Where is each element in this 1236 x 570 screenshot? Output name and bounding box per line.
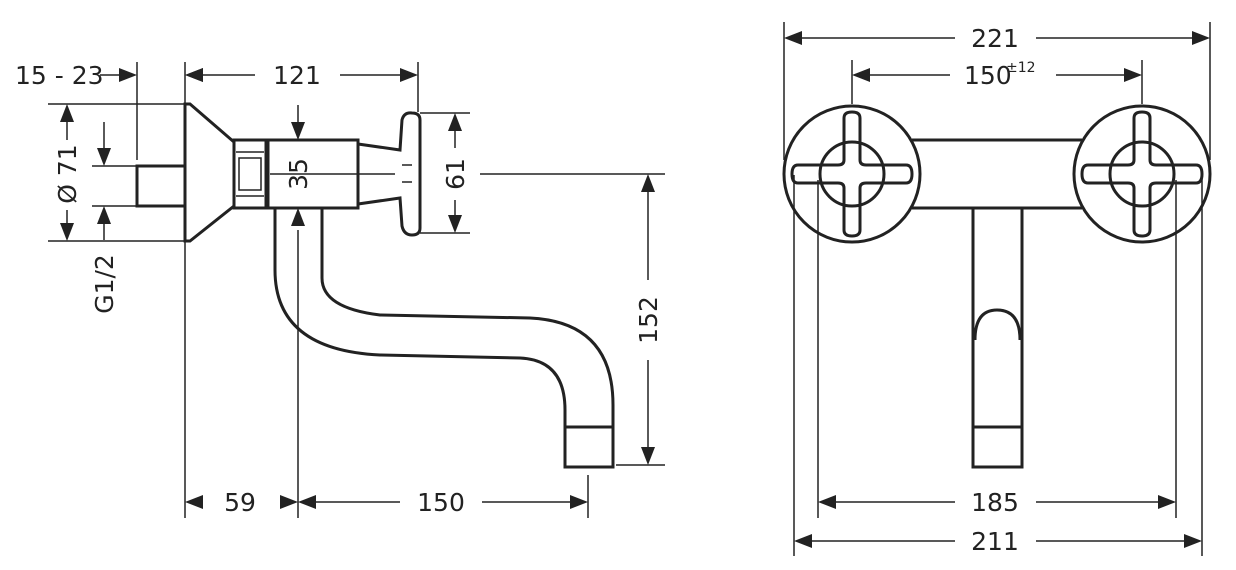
rosette-right [1072,104,1212,244]
dim-depth-label: 121 [273,61,321,90]
dim-spout-height-label: 152 [634,296,663,344]
dim-spout-height: 152 [634,174,663,465]
dim-center-distance-label: 150 [964,61,1012,90]
inlet-connector [135,164,187,208]
cross-handle-side [357,111,422,237]
dim-center-distance: 150 ±12 [852,60,1142,90]
dim-handle-height: 61 [441,113,470,233]
dim-inner-width: 185 [818,488,1176,517]
escutcheon-rosette [183,102,236,243]
dim-spout-reach: 150 [298,488,588,517]
side-view: 15 - 23 121 Ø 71 G1/2 [15,61,665,518]
cross-handle-left [790,110,914,238]
dim-overall-width: 221 [784,24,1210,53]
dim-wall-gap: 15 - 23 [15,61,203,90]
dim-diameter: Ø 71 [53,104,82,241]
spout-side [273,208,615,469]
dim-outer-width-label: 211 [971,527,1019,556]
dim-outer-width: 211 [794,527,1202,556]
dim-depth: 121 [185,61,418,90]
dim-handle-height-label: 61 [441,158,470,190]
spout-front [971,208,1024,469]
front-extension-lines [783,22,1211,556]
dim-wall-to-axis: 59 [185,488,298,517]
dim-center-tolerance-label: ±12 [1006,60,1036,76]
dim-diameter-label: Ø 71 [53,144,82,203]
hex-nut [232,138,268,210]
valve-body-front [912,138,1082,210]
dim-thread: G1/2 [90,122,119,314]
side-extension-lines [48,62,665,518]
front-view: 221 150 ±12 185 211 [782,22,1212,556]
dim-wall-to-axis-label: 59 [224,488,256,517]
dim-wall-gap-label: 15 - 23 [15,61,104,90]
dim-body-height: 35 [284,105,313,226]
dim-thread-label: G1/2 [90,254,119,314]
rosette-left [782,104,922,244]
dim-overall-width-label: 221 [971,24,1019,53]
cross-handle-right [1080,110,1204,238]
dim-body-height-label: 35 [284,158,313,190]
dim-spout-reach-label: 150 [417,488,465,517]
dim-inner-width-label: 185 [971,488,1019,517]
